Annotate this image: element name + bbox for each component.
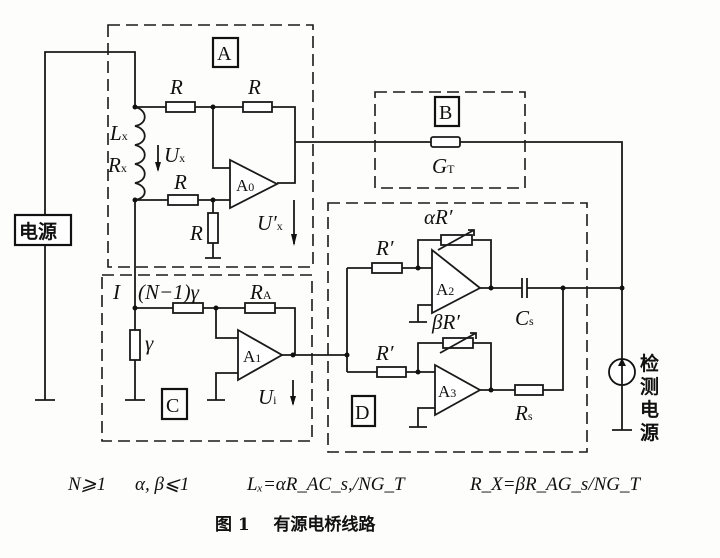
figure-caption: 图 1 有源电桥线路 [215, 514, 376, 535]
label-r-prime: R′ [375, 341, 394, 365]
opamp-a3 [434, 363, 482, 417]
opamp-a2-label: A2 [436, 280, 454, 299]
svg-text:电: 电 [640, 398, 659, 421]
label-rs: Rs [514, 401, 533, 425]
formula-rx: R_X=βR_AG_s/NG_T [469, 474, 641, 495]
block-a-label: A [211, 36, 240, 69]
label-ux-prime: U′x [257, 211, 283, 235]
svg-text:检: 检 [640, 352, 659, 375]
opamp-a2 [431, 248, 482, 315]
inductor-lx [134, 106, 146, 201]
label-rx: Rx [107, 153, 127, 177]
block-c-border [101, 274, 313, 442]
bridge-wire [295, 141, 632, 431]
label-lx: Lx [109, 121, 128, 145]
svg-text:源: 源 [640, 421, 659, 444]
opamp-a0 [229, 158, 279, 210]
label-ui: Ui [258, 385, 277, 409]
label-r: R [173, 170, 187, 194]
resistor-r-ground [207, 212, 219, 244]
label-ra: RA [249, 280, 272, 304]
resistor-n-gamma [172, 302, 204, 314]
condition-n: N⩾1 [67, 474, 106, 495]
block-b-border [374, 91, 526, 189]
svg-text:电源: 电源 [19, 220, 57, 243]
resistor-r-top1 [165, 101, 196, 113]
detect-source-label: 检 测 电 源 [640, 352, 659, 444]
resistor-r-top2 [242, 101, 273, 113]
power-ground [35, 245, 55, 401]
label-r: R [169, 75, 183, 99]
label-i: I [112, 280, 121, 304]
label-n-gamma: (N−1)γ [138, 280, 200, 304]
label-gt: GT [432, 154, 455, 178]
resistor-r-prime-2 [376, 366, 407, 378]
label-alpha-r-prime: αR′ [424, 205, 453, 229]
opamp-a1 [237, 328, 284, 382]
conductance-gt [430, 136, 461, 148]
resistor-r-mid [167, 194, 199, 206]
label-r-prime: R′ [375, 236, 394, 260]
label-cs: Cs [515, 306, 534, 330]
label-beta-r-prime: βR′ [431, 310, 460, 334]
opamp-a1-label: A1 [243, 347, 261, 366]
svg-text:测: 测 [640, 376, 659, 398]
svg-text:C: C [166, 395, 179, 417]
block-d-label: D [350, 394, 377, 428]
label-gamma: γ [145, 331, 154, 355]
capacitor-cs [521, 278, 528, 298]
opamp-a0-label: A0 [236, 176, 254, 195]
resistor-gamma [129, 329, 141, 361]
svg-text:B: B [439, 102, 452, 124]
label-r: R [247, 75, 261, 99]
block-c-label: C [160, 387, 189, 421]
power-wire [44, 51, 136, 215]
formula-lx: Lₓ=αR_AC_s,/NG_T [246, 474, 406, 495]
block-d-border [327, 202, 588, 453]
resistor-r-prime-1 [371, 262, 403, 274]
resistor-rs [514, 384, 544, 396]
condition-alpha-beta: α, β⩽1 [135, 474, 189, 495]
resistor-ra [244, 302, 276, 314]
block-a-border [107, 24, 314, 268]
svg-text:D: D [355, 402, 369, 424]
label-ux: Ux [164, 143, 185, 167]
svg-text:A: A [217, 43, 232, 65]
label-r: R [189, 221, 203, 245]
block-b-label: B [433, 95, 461, 128]
left-rail [125, 200, 145, 401]
block-c-wires [135, 307, 347, 401]
opamp-a3-label: A3 [438, 382, 456, 401]
power-source-box: 电源 [13, 213, 73, 247]
